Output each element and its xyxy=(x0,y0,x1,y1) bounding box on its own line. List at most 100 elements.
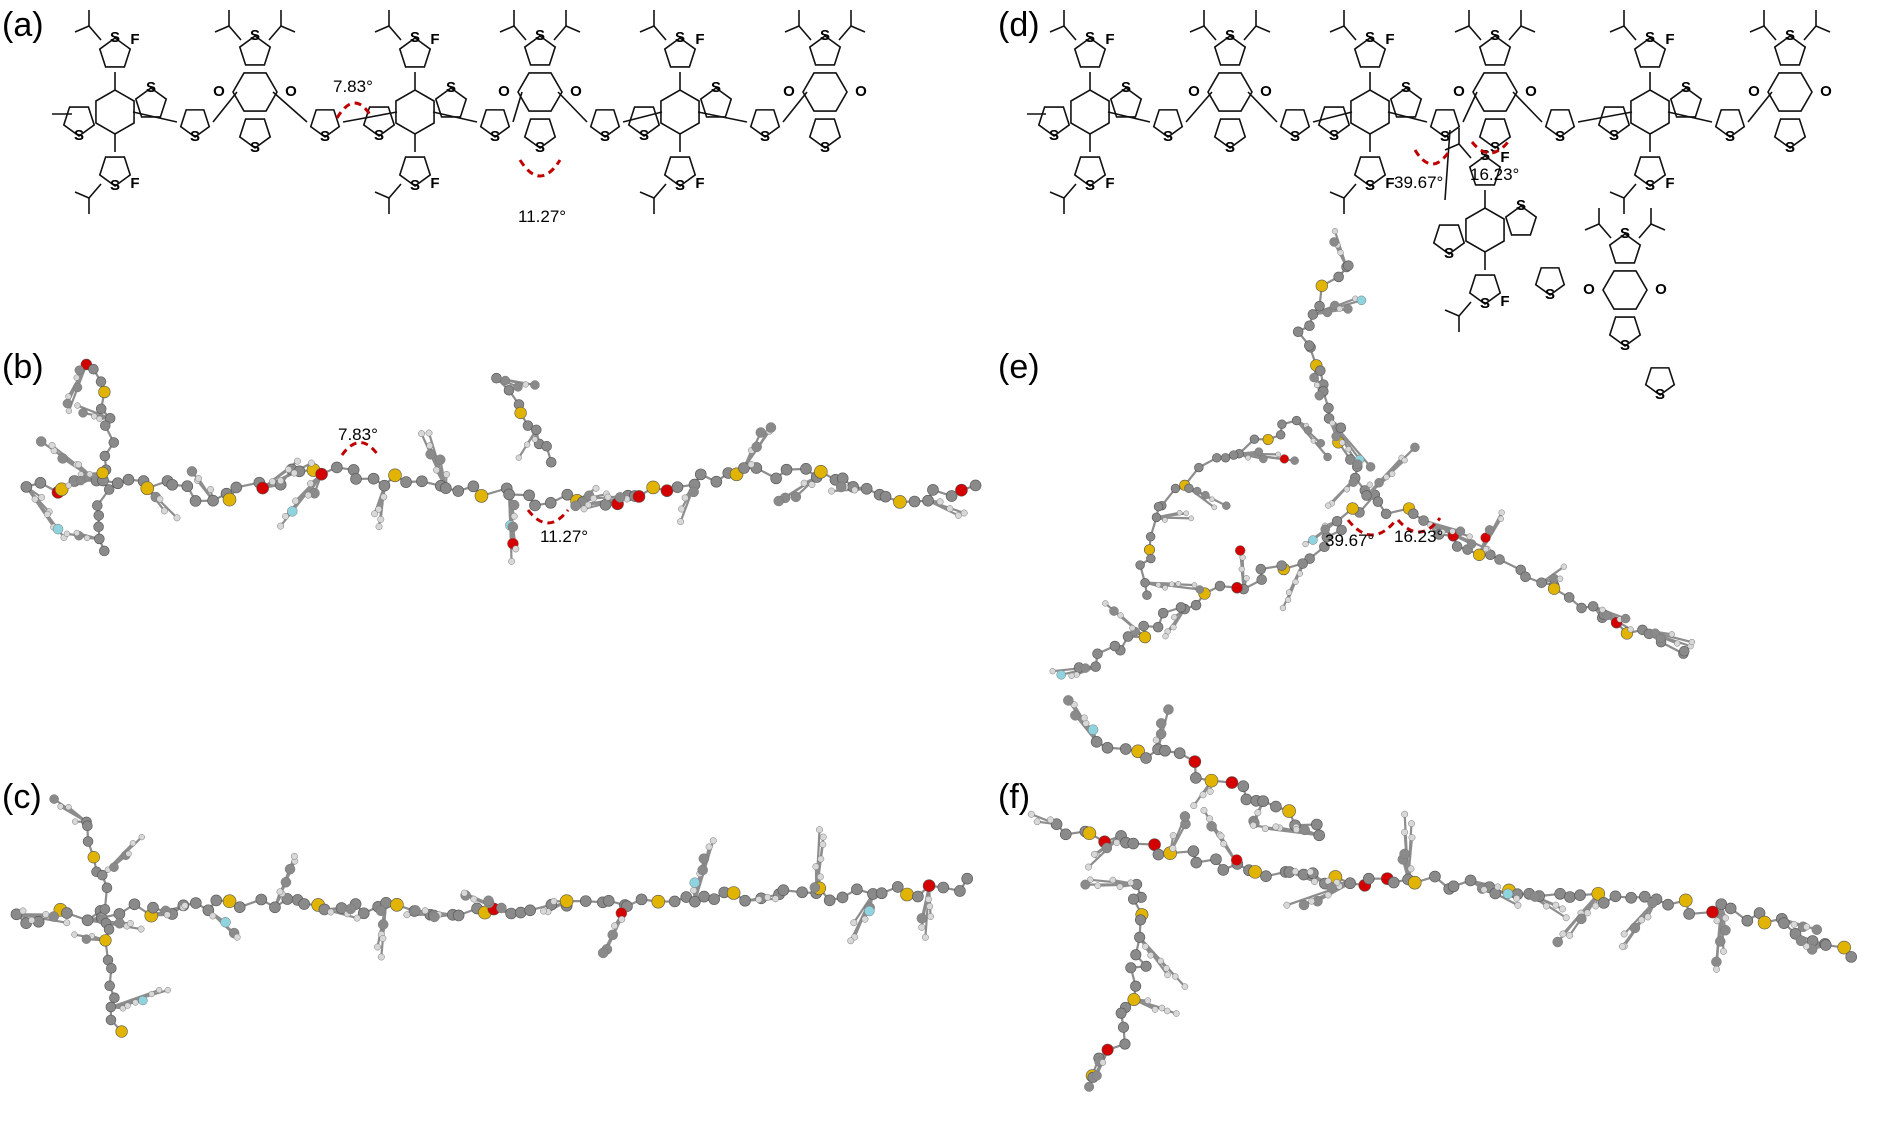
hydrogen-atom xyxy=(681,494,689,502)
carbon-atom xyxy=(62,398,73,409)
hydrogen-atom xyxy=(1556,575,1564,582)
fluorine-atom-label: F xyxy=(430,31,439,48)
carbon-atom xyxy=(1609,890,1622,903)
sulfur-atom-label: S xyxy=(446,79,456,96)
ring-bond xyxy=(238,35,272,66)
angle-marker-e2 xyxy=(1396,517,1442,534)
carbon-atom xyxy=(1303,426,1313,435)
atom-bond xyxy=(924,885,931,938)
bond xyxy=(1520,25,1536,33)
carbon-atom xyxy=(207,494,219,507)
oxygen-atom xyxy=(1706,905,1719,919)
hydrogen-atom xyxy=(925,895,932,903)
hydrogen-atom xyxy=(510,512,518,520)
hydrogen-atom xyxy=(847,937,855,945)
oxygen-atom xyxy=(1234,545,1246,556)
sulfur-atom xyxy=(1315,279,1328,292)
hydrogen-atom xyxy=(1401,828,1409,836)
hydrogen-atom xyxy=(173,514,181,522)
carbon-atom xyxy=(1059,828,1072,841)
ring-bond xyxy=(395,89,435,135)
ring-bond xyxy=(1669,87,1703,118)
fluorine-atom-label: F xyxy=(430,175,439,192)
hydrogen-atom xyxy=(63,530,71,537)
bond xyxy=(1329,25,1345,33)
carbon-atom xyxy=(1299,824,1310,836)
hydrogen-atom xyxy=(1164,971,1171,979)
carbon-atom xyxy=(1260,870,1272,882)
carbon-atom xyxy=(1135,914,1147,926)
hydrogen-atom xyxy=(1790,920,1798,928)
hydrogen-atom xyxy=(1217,832,1225,840)
sulfur-atom-label: S xyxy=(1225,27,1235,44)
carbon-atom xyxy=(1270,800,1282,813)
ring-bond xyxy=(1472,72,1518,112)
sulfur-atom-label: S xyxy=(1620,337,1630,354)
bond xyxy=(1444,129,1451,201)
carbon-atom xyxy=(483,895,494,906)
carbon-atom xyxy=(1091,1070,1102,1081)
carbon-atom xyxy=(1195,585,1204,594)
hydrogen-atom xyxy=(1331,228,1339,235)
hydrogen-atom xyxy=(327,908,335,916)
hydrogen-atom xyxy=(163,911,171,919)
bond xyxy=(499,25,515,33)
ring-bond xyxy=(1432,224,1466,255)
carbon-atom xyxy=(689,895,701,908)
carbon-atom xyxy=(429,911,440,923)
hydrogen-atom xyxy=(1803,923,1811,931)
carbon-atom xyxy=(1329,237,1339,247)
sulfur-atom-label: S xyxy=(1085,177,1095,194)
carbon-atom xyxy=(1134,931,1146,943)
carbon-atom xyxy=(1184,483,1194,494)
carbon-atom xyxy=(780,463,793,476)
carbon-atom xyxy=(1109,606,1119,616)
hydrogen-atom xyxy=(1644,913,1652,921)
sulfur-atom-label: S xyxy=(250,27,260,44)
carbon-atom xyxy=(879,490,892,503)
bond xyxy=(1049,25,1065,33)
hydrogen-atom xyxy=(1389,470,1396,477)
carbon-atom xyxy=(927,484,939,496)
ring-bond xyxy=(1350,89,1390,135)
oxygen-atom xyxy=(955,483,968,497)
bond xyxy=(1462,91,1478,123)
carbon-atom xyxy=(1464,874,1477,887)
carbon-atom xyxy=(668,895,681,908)
bond xyxy=(1609,191,1625,199)
sulfur-atom xyxy=(1591,886,1606,901)
carbon-atom xyxy=(284,863,296,875)
hydrogen-atom xyxy=(1566,931,1574,939)
hydrogen-atom xyxy=(819,840,827,848)
sulfur-atom xyxy=(1082,826,1097,841)
sulfur-atom-label: S xyxy=(146,79,156,96)
hydrogen-atom xyxy=(418,430,425,438)
fluorine-atom-label: F xyxy=(1665,31,1674,48)
carbon-atom xyxy=(1331,431,1341,442)
sulfur-atom-label: S xyxy=(760,128,770,145)
hydrogen-atom xyxy=(1261,825,1269,833)
oxygen-atom xyxy=(1230,854,1243,866)
carbon-atom xyxy=(61,907,73,919)
bond xyxy=(214,25,230,33)
carbon-atom xyxy=(1210,853,1222,866)
oxygen-atom-label: O xyxy=(1583,281,1595,298)
fluorine-atom xyxy=(287,506,298,517)
bond xyxy=(838,25,852,41)
carbon-atom xyxy=(1145,532,1156,542)
angle-label-e1: 39.67° xyxy=(1325,531,1374,550)
sulfur-atom xyxy=(388,468,402,483)
sulfur-atom xyxy=(390,897,404,912)
fluorine-atom-label: F xyxy=(1105,31,1114,48)
sulfur-atom-label: S xyxy=(1725,128,1735,145)
bond xyxy=(1468,25,1482,41)
hydrogen-atom xyxy=(1337,249,1344,256)
hydrogen-atom xyxy=(73,529,80,537)
carbon-atom xyxy=(908,495,921,508)
bond xyxy=(697,111,748,123)
carbon-atom xyxy=(357,907,370,920)
hydrogen-atom xyxy=(126,920,134,927)
ring-bond xyxy=(98,156,132,187)
carbon-atom xyxy=(1152,621,1164,633)
